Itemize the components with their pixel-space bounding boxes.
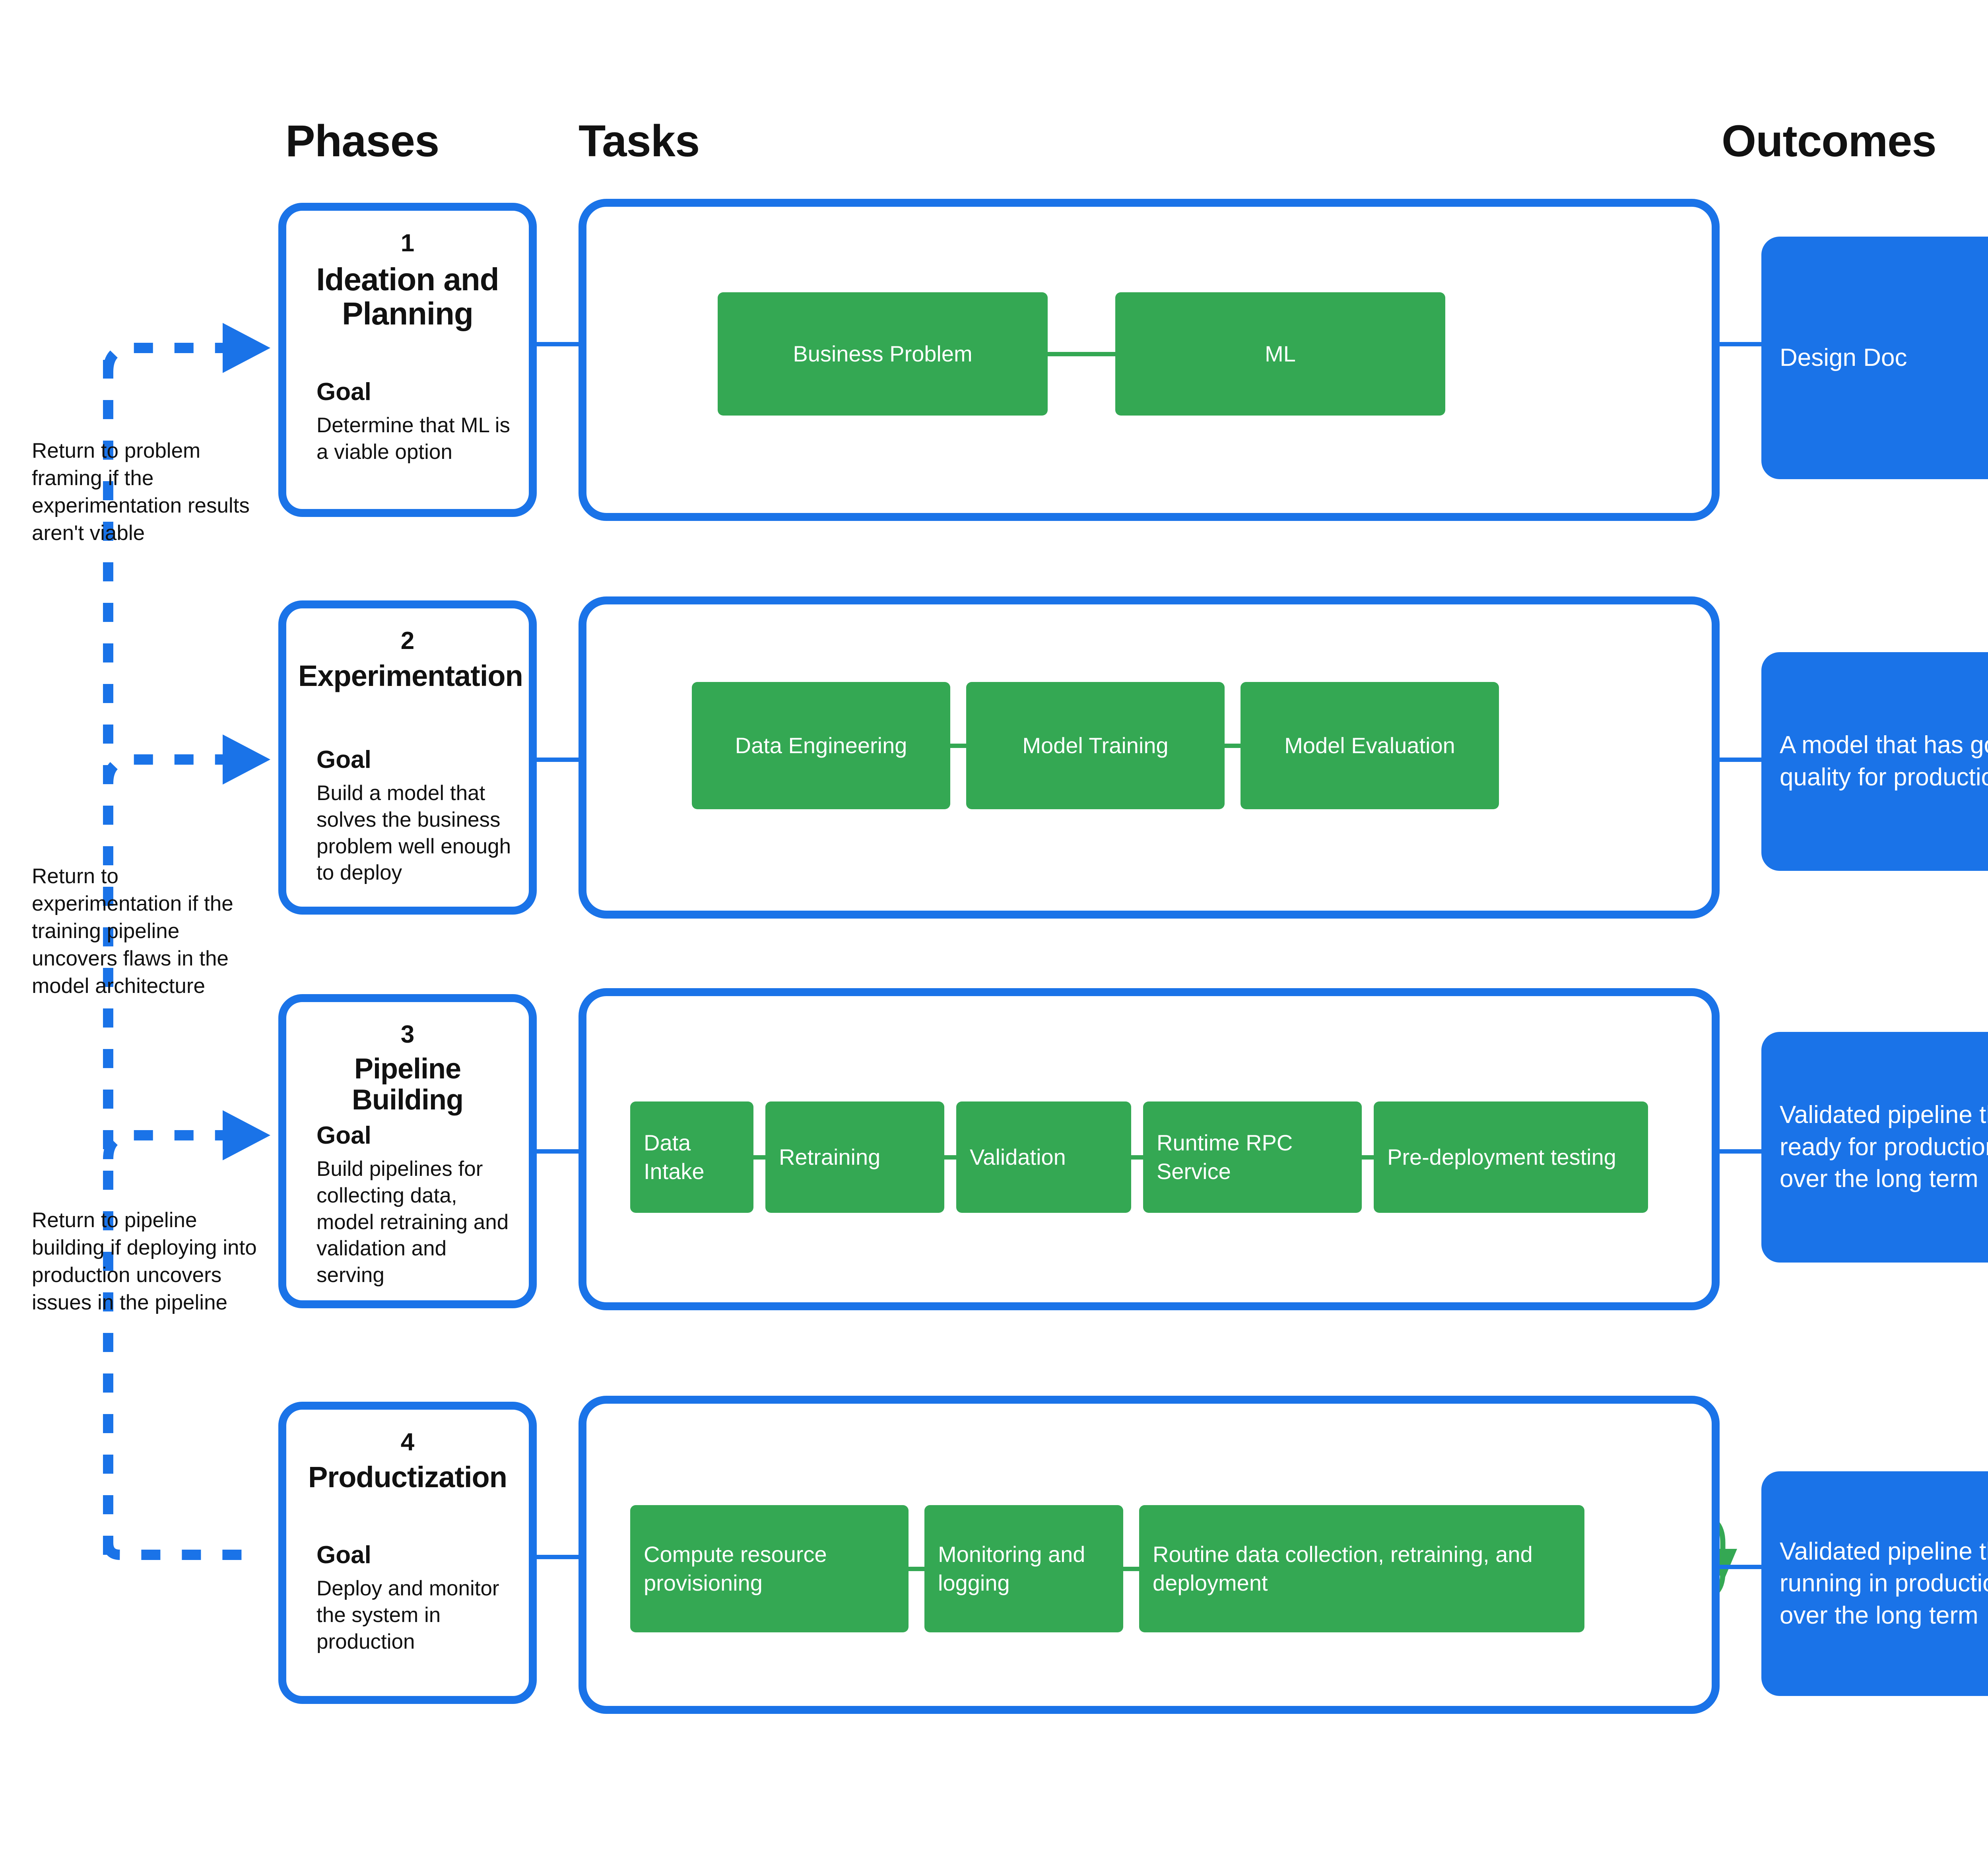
arrowhead-phase3 [223,1110,270,1160]
goal-text-3: Build pipelines for collecting data, mod… [316,1157,509,1287]
outcome-label-1: Design Doc [1780,344,1907,371]
connector-tasks3-outcome3 [1720,1149,1763,1154]
feedback-note-2: Return to experimentation if the trainin… [32,864,233,998]
goal-label-2: Goal [316,746,371,773]
connector-phase4-tasks [537,1555,580,1559]
task-connector-3-4 [1362,1155,1374,1160]
task-connector-3-2 [944,1155,956,1160]
feedback-branch-to-phase1 [103,343,223,372]
outcome-label-4: Validated pipeline that's running in pro… [1780,1537,1988,1629]
phase-goal-4: Goal Deploy and monitor the system in pr… [316,1541,513,1655]
goal-text-4: Deploy and monitor the system in product… [316,1577,499,1653]
task-label-1-1: Business Problem [793,341,973,367]
connector-tasks4-outcome4 [1720,1565,1763,1569]
tasks-card-4: Compute resource provisioning Monitoring… [579,1396,1720,1714]
tasks-card-1: Business Problem ML [579,199,1720,521]
phase-card-3[interactable]: 3 Pipeline Building Goal Build pipelines… [278,994,537,1308]
task-2-2[interactable]: Model Training [966,682,1225,809]
outcome-box-1[interactable]: Design Doc [1761,237,1988,479]
phase-card-2[interactable]: 2 Experimentation Goal Build a model tha… [278,600,537,915]
column-header-phases: Phases [285,116,439,166]
connector-phase1-tasks [537,342,580,346]
task-connector-2-2 [1225,744,1241,748]
task-3-2[interactable]: Retraining [765,1101,944,1213]
tasks-card-2: Data Engineering Model Training Model Ev… [579,596,1720,919]
task-3-1[interactable]: Data Intake [630,1101,753,1213]
task-label-2-1: Data Engineering [735,733,907,758]
phase-goal-1: Goal Determine that ML is a viable optio… [316,378,513,466]
task-label-3-4: Runtime RPC Service [1157,1130,1293,1184]
task-connector-1-1 [1048,352,1115,356]
task-label-4-2: Monitoring and logging [938,1542,1085,1595]
phase-card-4[interactable]: 4 Productization Goal Deploy and monitor… [278,1402,537,1704]
phase-goal-3: Goal Build pipelines for collecting data… [316,1121,513,1289]
phase-number-3: 3 [400,1021,415,1048]
goal-text-1: Determine that ML is a viable option [316,414,510,464]
phase-title-3: Pipeline Building [352,1053,464,1116]
feedback-branch-to-phase2 [103,754,223,784]
feedback-branch-to-phase4 [103,1542,262,1560]
task-label-3-2: Retraining [779,1144,881,1170]
task-label-3-3: Validation [970,1144,1066,1170]
task-connector-2-1 [950,744,966,748]
arrowhead-phase1 [223,323,270,373]
task-3-4[interactable]: Runtime RPC Service [1143,1101,1362,1213]
task-label-2-3: Model Evaluation [1284,733,1455,758]
task-4-3[interactable]: Routine data collection, retraining, and… [1139,1505,1584,1632]
task-label-1-2: ML [1265,341,1296,367]
feedback-note-3: Return to pipeline building if deploying… [32,1208,257,1314]
task-label-4-1: Compute resource provisioning [644,1542,827,1595]
task-4-1[interactable]: Compute resource provisioning [630,1505,909,1632]
goal-label-1: Goal [316,378,371,406]
goal-text-2: Build a model that solves the business p… [316,781,511,885]
tasks-card-3: Data Intake Retraining Validation Runtim… [579,988,1720,1310]
task-4-2[interactable]: Monitoring and logging [924,1505,1123,1632]
phase-goal-2: Goal Build a model that solves the busin… [316,746,513,886]
connector-phase2-tasks [537,758,580,762]
phase-title-4: Productization [308,1461,507,1494]
task-3-3[interactable]: Validation [956,1101,1131,1213]
goal-label-3: Goal [316,1122,371,1149]
task-connector-3-3 [1131,1155,1143,1160]
task-2-1[interactable]: Data Engineering [692,682,950,809]
task-3-5[interactable]: Pre-deployment testing [1374,1101,1648,1213]
column-header-outcomes: Outcomes [1722,116,1937,166]
goal-label-4: Goal [316,1541,371,1569]
phase-number-1: 1 [400,229,415,257]
connector-phase3-tasks [537,1149,580,1154]
phase-number-2: 2 [400,627,415,655]
arrowhead-phase2 [223,734,270,785]
phase-title-1: Ideation and Planning [316,262,499,332]
outcome-box-4[interactable]: Validated pipeline that's running in pro… [1761,1471,1988,1696]
phase-card-1[interactable]: 1 Ideation and Planning Goal Determine t… [278,203,537,517]
outcome-box-2[interactable]: A model that has good quality for produc… [1761,652,1988,871]
task-1-1[interactable]: Business Problem [718,292,1048,416]
task-2-3[interactable]: Model Evaluation [1241,682,1499,809]
outcome-box-3[interactable]: Validated pipeline that's ready for prod… [1761,1032,1988,1263]
task-connector-4-2 [1123,1567,1139,1571]
phase-number-4: 4 [400,1428,415,1456]
outcome-label-3: Validated pipeline that's ready for prod… [1780,1101,1988,1193]
task-connector-3-1 [753,1155,765,1160]
task-connector-4-1 [909,1567,924,1571]
phase-title-2: Experimentation [298,659,523,692]
task-label-3-5: Pre-deployment testing [1387,1144,1616,1170]
task-1-2[interactable]: ML [1115,292,1445,416]
feedback-note-1: Return to problem framing if the experim… [32,439,250,545]
task-label-2-2: Model Training [1022,733,1169,758]
feedback-branch-to-phase3 [103,1130,223,1160]
connector-tasks1-outcome1 [1720,342,1763,346]
task-label-4-3: Routine data collection, retraining, and… [1153,1542,1533,1595]
column-header-tasks: Tasks [579,116,700,166]
connector-tasks2-outcome2 [1720,758,1763,762]
task-label-3-1: Data Intake [644,1130,705,1184]
outcome-label-2: A model that has good quality for produc… [1780,731,1988,791]
